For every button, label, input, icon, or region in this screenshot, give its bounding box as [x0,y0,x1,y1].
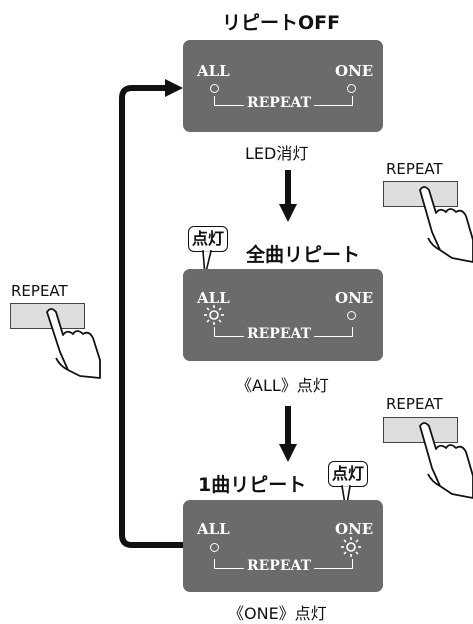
step2-title: 全曲リピート [246,244,361,266]
all-led-off [210,543,219,552]
arrow-down-head [279,204,297,222]
step3-callout: 点灯 [328,461,369,487]
all-label: ALL [197,520,230,538]
one-led-off [347,311,356,320]
step3-panel: ALL ONE REPEAT [183,500,383,592]
step2-callout: 点灯 [188,226,229,252]
step1-panel: ALL ONE REPEAT [183,40,383,132]
step1-title: リピートOFF [222,12,341,34]
loop-arrow-icon [119,85,183,548]
all-led-off [210,84,219,93]
all-label: ALL [197,289,230,307]
repeat-button-label-2: REPEAT [11,282,68,300]
arrow-down-head [279,444,297,462]
led-lit-icon [341,537,361,557]
repeat-button[interactable] [383,417,458,443]
all-label: ALL [197,62,230,80]
hand-pressing-icon [46,308,101,379]
repeat-label: REPEAT [244,326,315,342]
loop-arrowhead [165,79,183,97]
step1-caption: LED消灯 [245,144,309,163]
one-label: ONE [335,520,374,538]
step2-panel: ALL ONE REPEAT [183,269,383,361]
led-lit-icon [204,305,224,325]
one-label: ONE [335,289,374,307]
repeat-button-label-1: REPEAT [386,160,443,178]
step3-title: 1曲リピート [198,474,307,496]
step3-caption: 《ONE》点灯 [228,604,327,623]
repeat-label: REPEAT [244,558,315,574]
repeat-label: REPEAT [244,95,315,111]
hand-pressing-icon [419,422,473,499]
one-label: ONE [335,62,374,80]
repeat-button-label-3: REPEAT [386,395,443,413]
hand-pressing-icon [419,186,473,263]
step2-caption: 《ALL》点灯 [236,376,329,395]
one-led-off [347,84,356,93]
